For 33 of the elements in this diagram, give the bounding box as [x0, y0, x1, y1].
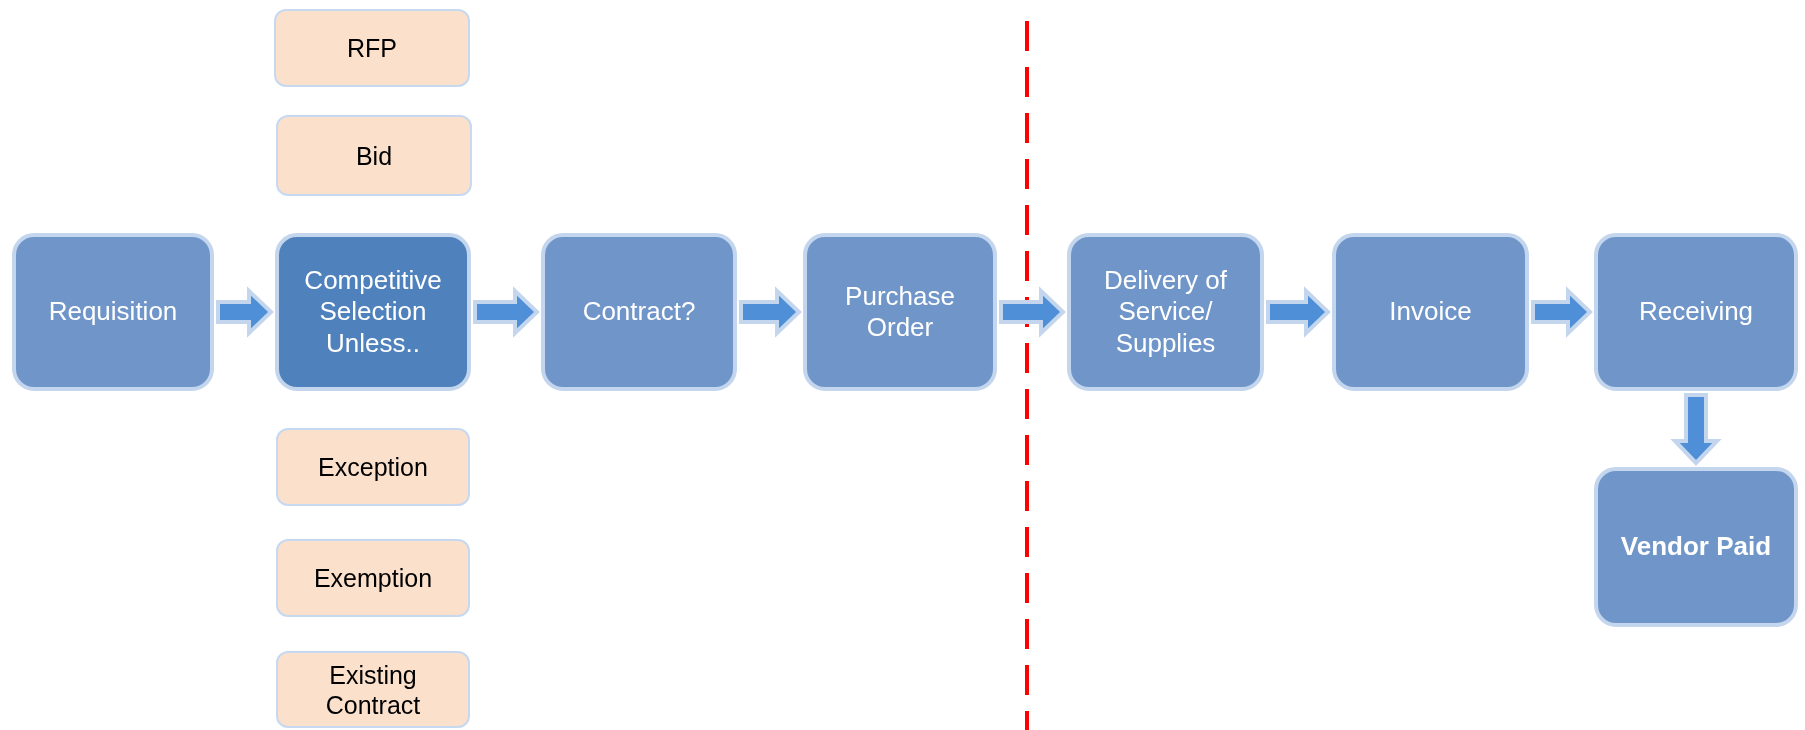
box-label: Existing Contract: [324, 659, 422, 720]
process-box: [12, 233, 214, 391]
box-label: Exemption: [313, 563, 433, 593]
block-arrow: [1266, 286, 1331, 338]
box-label: Vendor Paid: [1620, 531, 1772, 563]
process-box: [1067, 233, 1264, 391]
block-arrow: [1670, 393, 1722, 466]
process-box: [1332, 233, 1529, 391]
process-box: [1594, 233, 1798, 391]
box-label: Contract?: [582, 296, 696, 328]
box-label: RFP: [347, 33, 397, 63]
option-box: [276, 539, 470, 617]
option-box: [276, 115, 472, 196]
option-box: [276, 428, 470, 506]
process-box: [275, 233, 471, 391]
box-label: Requisition: [48, 296, 178, 328]
option-box: [276, 651, 470, 728]
box-label: Purchase Order: [844, 280, 956, 344]
block-arrow: [1531, 286, 1593, 338]
box-label: Receiving: [1638, 296, 1754, 328]
block-arrow: [739, 286, 802, 338]
box-label: Delivery of Service/ Supplies: [1103, 265, 1228, 359]
box-label: Bid: [355, 140, 393, 171]
process-box: [1594, 467, 1798, 627]
process-box: [803, 233, 997, 391]
box-label: Invoice: [1389, 296, 1472, 328]
block-arrow: [999, 286, 1066, 338]
process-box: [541, 233, 737, 391]
box-label: Competitive Selection Unless..: [303, 265, 443, 359]
block-arrow: [473, 286, 540, 338]
option-box: [274, 9, 470, 87]
box-label: Exception: [318, 452, 428, 482]
block-arrow: [216, 286, 274, 338]
